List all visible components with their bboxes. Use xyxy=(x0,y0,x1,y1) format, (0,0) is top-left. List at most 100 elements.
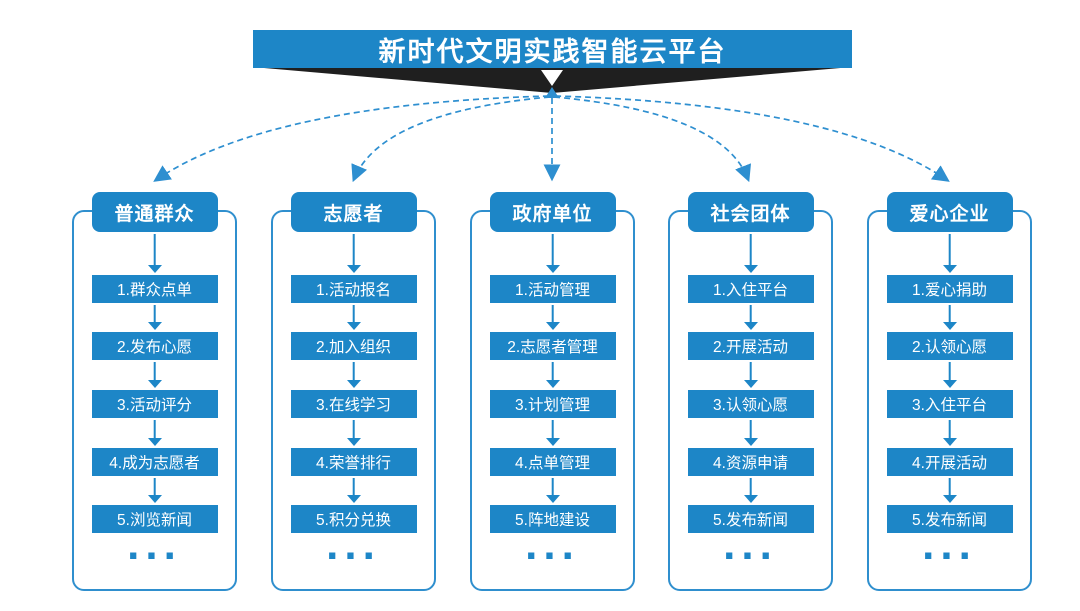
flow-arrow-icon xyxy=(942,420,957,446)
flow-step-label: 2.志愿者管理 xyxy=(507,339,598,356)
flow-step: 1.群众点单 xyxy=(91,275,218,303)
flow-arrow-icon xyxy=(743,305,758,330)
ellipsis-more: ... xyxy=(723,532,778,569)
flow-step: 1.入住平台 xyxy=(687,275,814,303)
column-header: 普通群众 xyxy=(91,192,218,232)
column-header-label: 政府单位 xyxy=(512,203,593,225)
flow-arrow-icon xyxy=(942,362,957,388)
flow-step: 3.在线学习 xyxy=(290,390,417,418)
flow-arrow-icon xyxy=(346,362,361,388)
flow-step-label: 1.活动管理 xyxy=(515,282,590,299)
flow-step: 5.阵地建设 xyxy=(489,505,616,533)
dashed-connector-col5 xyxy=(554,95,950,182)
flow-step-label: 4.成为志愿者 xyxy=(109,455,200,472)
flow-step-label: 2.认领心愿 xyxy=(912,339,987,356)
column-header: 志愿者 xyxy=(290,192,417,232)
flow-arrow-icon xyxy=(743,420,758,446)
column-charity-enterprise: 爱心企业 1.爱心捐助 2.认领心愿 3.入住平台 4.开展活动 5.发布新闻 … xyxy=(867,192,1032,591)
column-header-label: 普通群众 xyxy=(114,203,195,225)
dashed-connector-col2 xyxy=(351,96,551,183)
dashed-connector-col1 xyxy=(153,95,550,182)
flow-arrow-icon xyxy=(147,420,162,446)
flow-step-label: 1.爱心捐助 xyxy=(912,282,987,299)
column-header: 政府单位 xyxy=(489,192,616,232)
flow-step: 3.入住平台 xyxy=(886,390,1013,418)
down-arrow-icon xyxy=(541,70,563,86)
flow-step: 2.志愿者管理 xyxy=(489,332,616,360)
ellipsis-more: ... xyxy=(127,532,182,569)
flow-arrow-icon xyxy=(545,478,560,503)
flow-step: 3.计划管理 xyxy=(489,390,616,418)
platform-title: 新时代文明实践智能云平台 xyxy=(378,36,727,67)
flow-arrow-icon xyxy=(743,362,758,388)
flow-step-label: 4.点单管理 xyxy=(515,455,590,472)
flow-arrow-icon xyxy=(545,420,560,446)
flow-arrow-icon xyxy=(545,305,560,330)
flow-step-label: 2.开展活动 xyxy=(713,339,788,356)
flow-step-label: 1.入住平台 xyxy=(713,282,788,299)
flow-step: 2.开展活动 xyxy=(687,332,814,360)
flow-step: 3.活动评分 xyxy=(91,390,218,418)
flow-step: 5.发布新闻 xyxy=(687,505,814,533)
flow-step-label: 2.发布心愿 xyxy=(117,339,192,356)
flow-arrow-icon xyxy=(346,420,361,446)
flow-step: 5.浏览新闻 xyxy=(91,505,218,533)
flow-step: 4.成为志愿者 xyxy=(91,448,218,476)
column-header: 爱心企业 xyxy=(886,192,1013,232)
column-header-label: 社会团体 xyxy=(710,203,791,225)
flow-step-label: 3.计划管理 xyxy=(515,397,590,414)
flow-step-label: 3.入住平台 xyxy=(912,397,987,414)
column-header-label: 爱心企业 xyxy=(909,203,990,225)
flow-arrow-icon xyxy=(545,234,560,273)
column-ordinary-public: 普通群众 1.群众点单 2.发布心愿 3.活动评分 4.成为志愿者 5.浏览新闻… xyxy=(72,192,237,591)
flow-step-label: 5.浏览新闻 xyxy=(117,512,192,529)
flow-arrow-icon xyxy=(942,305,957,330)
flow-arrow-icon xyxy=(743,478,758,503)
flow-arrow-icon xyxy=(346,234,361,273)
flow-step: 4.开展活动 xyxy=(886,448,1013,476)
flow-step-label: 2.加入组织 xyxy=(316,339,391,356)
flow-step-label: 1.群众点单 xyxy=(117,282,192,299)
flow-step-label: 5.阵地建设 xyxy=(515,512,590,529)
flow-step: 1.爱心捐助 xyxy=(886,275,1013,303)
flow-step: 4.资源申请 xyxy=(687,448,814,476)
flow-arrow-icon xyxy=(147,478,162,503)
column-volunteer: 志愿者 1.活动报名 2.加入组织 3.在线学习 4.荣誉排行 5.积分兑换 .… xyxy=(271,192,436,591)
flow-step-label: 5.发布新闻 xyxy=(912,512,987,529)
flow-arrow-icon xyxy=(942,234,957,273)
flow-arrow-icon xyxy=(545,362,560,388)
flow-step-label: 5.积分兑换 xyxy=(316,512,391,529)
column-header: 社会团体 xyxy=(687,192,814,232)
platform-title-banner: 新时代文明实践智能云平台 xyxy=(253,30,852,68)
ellipsis-more: ... xyxy=(525,532,580,569)
flow-step-label: 4.资源申请 xyxy=(713,455,788,472)
dashed-connector-col4 xyxy=(553,96,751,183)
flow-arrow-icon xyxy=(942,478,957,503)
column-header-label: 志愿者 xyxy=(323,203,384,225)
flow-arrow-icon xyxy=(346,478,361,503)
flow-step-label: 1.活动报名 xyxy=(316,282,391,299)
flow-arrow-icon xyxy=(147,234,162,273)
flow-step: 5.积分兑换 xyxy=(290,505,417,533)
flow-step: 2.发布心愿 xyxy=(91,332,218,360)
flow-arrow-icon xyxy=(743,234,758,273)
flow-step: 5.发布新闻 xyxy=(886,505,1013,533)
flow-step: 1.活动报名 xyxy=(290,275,417,303)
flow-step-label: 4.荣誉排行 xyxy=(316,455,391,472)
flow-step: 4.荣誉排行 xyxy=(290,448,417,476)
column-government-unit: 政府单位 1.活动管理 2.志愿者管理 3.计划管理 4.点单管理 5.阵地建设… xyxy=(470,192,635,591)
ellipsis-more: ... xyxy=(326,532,381,569)
flow-step: 4.点单管理 xyxy=(489,448,616,476)
flow-step-label: 5.发布新闻 xyxy=(713,512,788,529)
flow-arrow-icon xyxy=(147,305,162,330)
flow-step-label: 3.活动评分 xyxy=(117,397,192,414)
flow-step-label: 3.在线学习 xyxy=(316,397,391,414)
flow-step: 3.认领心愿 xyxy=(687,390,814,418)
column-social-group: 社会团体 1.入住平台 2.开展活动 3.认领心愿 4.资源申请 5.发布新闻 … xyxy=(668,192,833,591)
ellipsis-more: ... xyxy=(922,532,977,569)
flow-arrow-icon xyxy=(346,305,361,330)
flow-step-label: 3.认领心愿 xyxy=(713,397,788,414)
flow-step: 1.活动管理 xyxy=(489,275,616,303)
